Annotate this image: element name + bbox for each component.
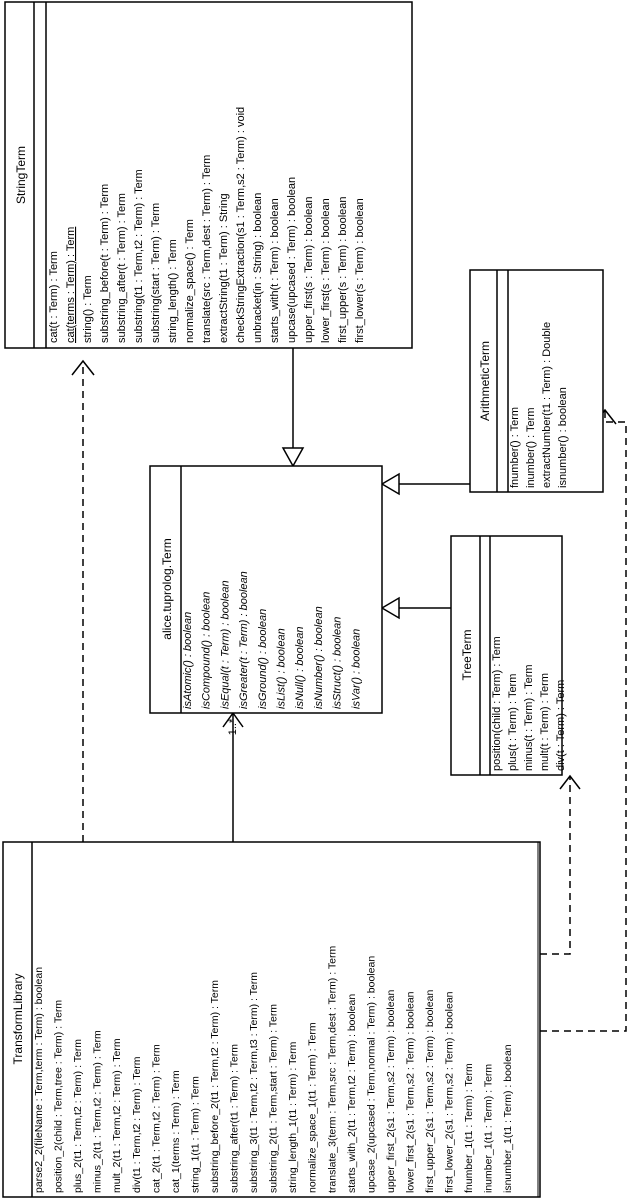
class-member: starts_with_2(t1 : Term,t2 : Term) : boo… bbox=[346, 994, 358, 1193]
class-member: plus_2(t1 : Term,t2 : Term) : Term bbox=[72, 1039, 84, 1193]
class-member: minus(t : Term) : Term bbox=[523, 664, 535, 771]
class-member: isnumber() : boolean bbox=[557, 387, 569, 488]
class-member: isVar() : boolean bbox=[350, 629, 362, 709]
class-member: normalize_space() : Term bbox=[184, 219, 196, 343]
class-member: inumber() : Term bbox=[525, 408, 537, 488]
class-member: upcase(upcased : Term) : boolean bbox=[286, 177, 298, 343]
class-member: string() : Term bbox=[82, 275, 94, 343]
generalization-arrowhead-tree bbox=[380, 596, 400, 620]
class-member: upper_first_2(s1 : Term,s2 : Term) : boo… bbox=[385, 990, 397, 1193]
class-member: substring_2(t1 : Term,start : Term) : Te… bbox=[268, 1004, 280, 1193]
class-member: fnumber_1(t1 : Term) : Term bbox=[463, 1063, 475, 1193]
class-member: translate_3(term : Term,src : Term,dest … bbox=[326, 946, 338, 1193]
class-member: first_upper(s : Term) : boolean bbox=[337, 196, 349, 343]
members-arithmetic-term: fnumber() : Term inumber() : Term extractN… bbox=[509, 322, 569, 488]
class-member: cat_2(t1 : Term,t2 : Term) : Term bbox=[150, 1044, 162, 1193]
class-member: first_lower(s : Term) : boolean bbox=[354, 198, 366, 343]
class-member: extractNumber(t1 : Term) : Double bbox=[541, 322, 553, 488]
class-member: isStruct() : boolean bbox=[332, 617, 344, 709]
class-member: first_upper_2(s1 : Term,s2 : Term) : boo… bbox=[424, 990, 436, 1193]
generalization-arrowhead-string bbox=[281, 447, 305, 468]
class-member: plus(t : Term) : Term bbox=[507, 674, 519, 771]
class-member: substring(t1 : Term,t2 : Term) : Term bbox=[133, 169, 145, 343]
class-member: inumber_1(t1 : Term) : Term bbox=[483, 1064, 495, 1193]
class-member: isNull() : boolean bbox=[294, 626, 306, 709]
class-member: isGreater(t : Term) : boolean bbox=[238, 571, 250, 709]
class-transform-library[interactable]: TransformLibrary parse2_2(fileName : Ter… bbox=[2, 841, 541, 1198]
class-member: isCompound() : boolean bbox=[201, 592, 213, 709]
class-member: cat(t : Term) : Term bbox=[48, 251, 60, 343]
class-member: parse2_2(fileName : Term,term : Term) : … bbox=[33, 967, 45, 1193]
class-name-arithmetic-term: ArithmeticTerm bbox=[478, 341, 492, 421]
class-member: isAtomic() : boolean bbox=[182, 612, 194, 709]
class-member: div(t1 : Term,t2 : Term) : Term bbox=[131, 1056, 143, 1193]
class-member: substring_after(t : Term) : Term bbox=[116, 193, 128, 343]
class-alice-term[interactable]: alice.tuprolog.Term isAtomic() : boolean… bbox=[149, 465, 383, 714]
class-arithmetic-term[interactable]: ArithmeticTerm fnumber() : Term inumber()… bbox=[469, 269, 604, 493]
dependency-library-to-arithmetic bbox=[540, 410, 627, 1032]
class-member: isnumber_1(t1 : Term) : boolean bbox=[502, 1044, 514, 1193]
class-member: cat_1(terms : Term) : Term bbox=[170, 1070, 182, 1193]
class-member: checkStringExtraction(s1 : Term,s2 : Ter… bbox=[235, 107, 247, 343]
class-member: cat(terms : Term) : Term bbox=[65, 227, 77, 343]
class-member: string_1(t1 : Term) : Term bbox=[189, 1076, 201, 1193]
class-member: upcase_2(upcased : Term,normal : Term) :… bbox=[365, 956, 377, 1193]
members-tree-term: position(child : Term) : Term plus(t : Te… bbox=[491, 636, 567, 771]
class-member: starts_with(t : Term) : boolean bbox=[269, 198, 281, 343]
class-member: mult_2(t1 : Term,t2 : Term) : Term bbox=[111, 1038, 123, 1193]
association-multiplicity: 1..* bbox=[227, 718, 239, 735]
class-member: substring_before(t : Term) : Term bbox=[99, 184, 111, 343]
dependency-arrowhead-string bbox=[71, 359, 95, 376]
class-member: string_length_1(t1 : Term) : Term bbox=[287, 1041, 299, 1193]
class-member: first_lower_2(s1 : Term,s2 : Term) : boo… bbox=[444, 991, 456, 1193]
class-member: div(t : Term) : Term bbox=[555, 680, 567, 771]
dependency-arrowhead-tree bbox=[559, 774, 581, 790]
class-name-transform-library: TransformLibrary bbox=[11, 974, 25, 1065]
class-member: fnumber() : Term bbox=[509, 407, 521, 488]
class-member: isNumber() : boolean bbox=[313, 606, 325, 709]
class-member: isGround() : boolean bbox=[257, 609, 269, 709]
class-member: isList() : boolean bbox=[276, 628, 288, 709]
dependency-library-to-tree bbox=[540, 776, 571, 955]
class-member: substring(start : Term) : Term bbox=[150, 203, 162, 343]
members-transform-library: parse2_2(fileName : Term,term : Term) : … bbox=[33, 946, 514, 1193]
class-member: string_length() : Term bbox=[167, 239, 179, 343]
class-member: lower_first_2(s1 : Term,s2 : Term) : boo… bbox=[404, 991, 416, 1193]
members-string-term: cat(t : Term) : Term cat(terms : Term) : … bbox=[48, 107, 366, 343]
generalization-arrowhead-arithmetic bbox=[380, 472, 400, 496]
members-alice-term: isAtomic() : boolean isCompound() : boole… bbox=[182, 571, 362, 709]
class-member: position(child : Term) : Term bbox=[491, 636, 503, 771]
class-member: substring_3(t1 : Term,t2 : Term,t3 : Ter… bbox=[248, 972, 260, 1193]
class-member: position_2(child : Term,tree : Term) : T… bbox=[53, 1000, 65, 1193]
class-member: isEqual(t : Term) : boolean bbox=[219, 580, 231, 709]
class-name-string-term: StringTerm bbox=[14, 146, 28, 204]
class-member: mult(t : Term) : Term bbox=[539, 673, 551, 771]
class-member: lower_first(s : Term) : boolean bbox=[320, 198, 332, 343]
class-member: upper_first(s : Term) : boolean bbox=[303, 196, 315, 343]
class-name-alice-term: alice.tuprolog.Term bbox=[160, 538, 174, 639]
class-member: normalize_space_1(t1 : Term) : Term bbox=[307, 1022, 319, 1193]
class-member: translate(src : Term,dest : Term) : Term bbox=[201, 155, 213, 343]
class-member: unbracket(in : String) : boolean bbox=[252, 193, 264, 343]
connectors bbox=[71, 348, 627, 1032]
class-member: substring_before_2(t1 : Term,t2 : Term) … bbox=[209, 980, 221, 1193]
class-tree-term[interactable]: TreeTerm position(child : Term) : Term pl… bbox=[450, 535, 567, 776]
class-member: substring_after(t1 : Term) : Term bbox=[229, 1044, 241, 1193]
class-member: minus_2(t1 : Term,t2 : Term) : Term bbox=[92, 1030, 104, 1193]
class-name-tree-term: TreeTerm bbox=[460, 630, 474, 681]
class-string-term[interactable]: StringTerm cat(t : Term) : Term cat(terms… bbox=[4, 1, 413, 349]
class-member: extractString(t1 : Term) : String bbox=[218, 193, 230, 343]
